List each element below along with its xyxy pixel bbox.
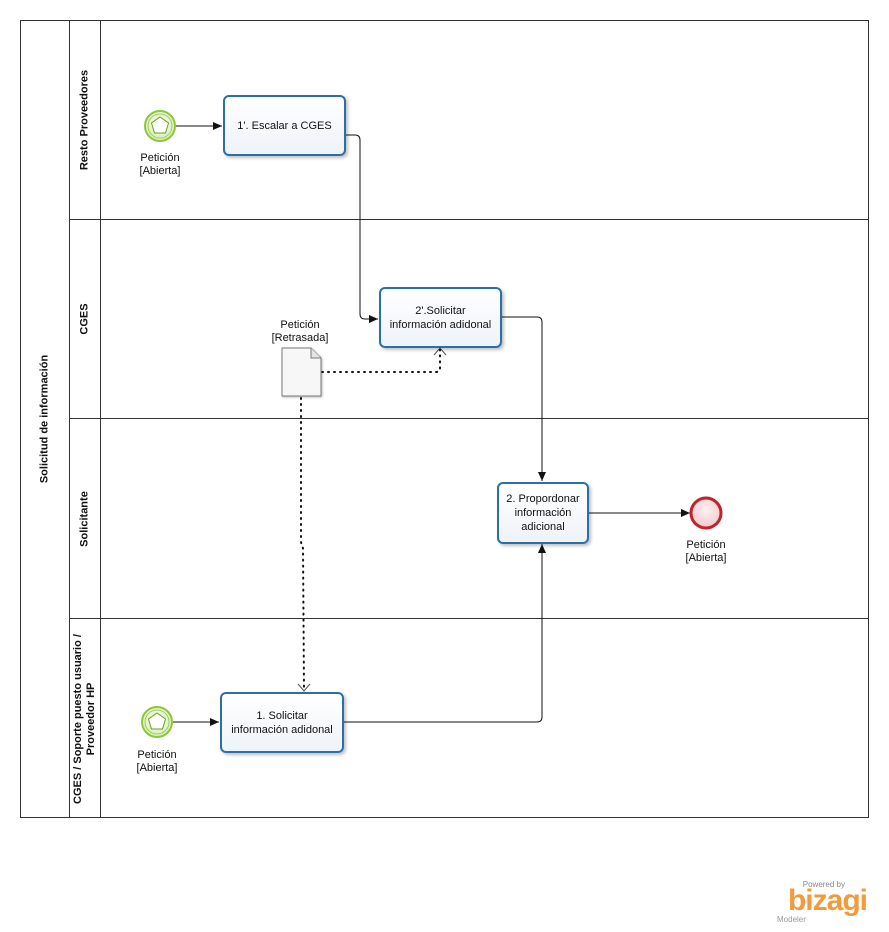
task-escalar-label: 1'. Escalar a CGES <box>237 119 332 132</box>
task-proporcionar-info[interactable]: 2. Propordonar información adicional <box>497 482 589 544</box>
task-proporcionar-text: 2. Propordonar información adicional <box>506 492 579 534</box>
task-proporcionar-line1: 2. Propordonar <box>506 493 580 505</box>
pool-header: Solicitud de información <box>20 20 70 818</box>
end-event-label-line1: Petición <box>686 539 726 551</box>
task-solicitar-line1: 1. Solicitar <box>256 709 308 722</box>
task-solicitar-cges-line2: información adidonal <box>389 318 492 331</box>
start-event-resto[interactable] <box>144 110 176 142</box>
brand-text: bizagi <box>787 884 868 917</box>
start-event-cges-label-line2: [Abierta] <box>136 762 178 774</box>
task-proporcionar-line3: adicional <box>521 521 565 533</box>
start-event-resto-label: Petición [Abierta] <box>140 152 181 178</box>
lane-divider <box>70 618 869 619</box>
lane-divider <box>70 418 869 419</box>
task-solicitar-line2: información adidonal <box>231 723 333 736</box>
task-solicitar-info-cges[interactable]: 2'.Solicitar información adidonal <box>379 287 502 348</box>
start-event-cges-label-line1: Petición <box>137 749 177 761</box>
task-escalar-a-cges[interactable]: 1'. Escalar a CGES <box>223 95 346 156</box>
lane-divider <box>70 219 869 220</box>
start-event-cges-soporte[interactable] <box>141 706 173 738</box>
association-arrowhead <box>297 683 311 692</box>
end-event-label: Petición [Abierta] <box>686 539 727 565</box>
association-arrowhead <box>433 347 447 356</box>
start-event-resto-label-line2: [Abierta] <box>139 165 181 177</box>
association-doc-to-solicitar-cges <box>321 348 441 373</box>
pool <box>20 20 869 818</box>
data-object-label-line2: [Retrasada] <box>271 332 329 344</box>
pentagon-icon <box>147 712 167 730</box>
association-doc-to-solicitar <box>300 397 305 691</box>
bizagi-logo: Powered by bizagi Modeler <box>777 880 868 924</box>
end-event[interactable] <box>689 496 723 530</box>
lane-header-cges-soporte: CGES / Soporte puesto usuario / Proveedo… <box>70 619 101 818</box>
sequence-flow-escalar-to-solicitar-cges <box>345 134 378 323</box>
data-object-label: Petición [Retrasada] <box>272 319 329 345</box>
product-text: Modeler <box>777 915 806 924</box>
start-event-cges-label: Petición [Abierta] <box>137 749 178 775</box>
task-solicitar-cges-line1: 2'.Solicitar <box>415 304 466 317</box>
powered-by-text: Powered by <box>802 880 845 889</box>
start-event-resto-label-line1: Petición <box>140 152 180 164</box>
task-solicitar-info[interactable]: 1. Solicitar información adidonal <box>220 692 344 753</box>
pentagon-icon <box>150 116 170 134</box>
data-object-label-line1: Petición <box>280 319 320 331</box>
task-solicitar-cges-text: 2'.Solicitar información adidonal <box>390 304 492 332</box>
task-proporcionar-line2: información <box>514 507 572 519</box>
sequence-flow-solicitar-cges-to-proporcionar <box>501 316 546 481</box>
sequence-flow-solicitar-to-proporcionar <box>343 544 546 723</box>
data-object-document-icon[interactable] <box>281 347 322 397</box>
end-event-label-line2: [Abierta] <box>685 552 727 564</box>
task-solicitar-text: 1. Solicitar información adidonal <box>231 709 333 737</box>
